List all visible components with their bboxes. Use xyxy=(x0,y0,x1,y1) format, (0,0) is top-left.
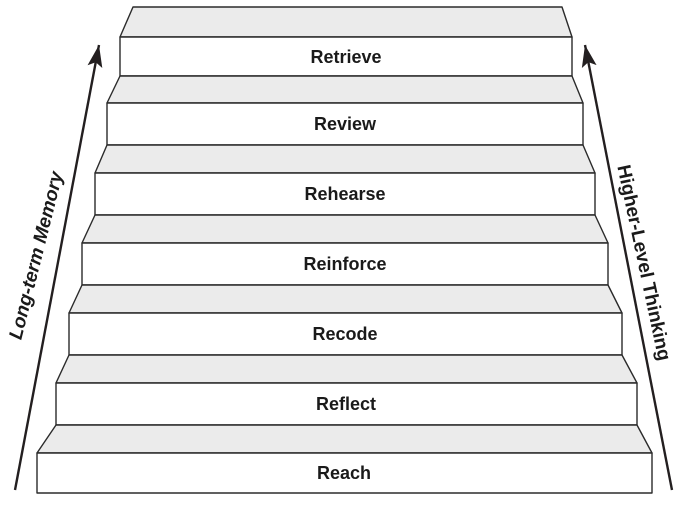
left-up-arrow-icon xyxy=(13,44,103,491)
right-up-arrow-icon xyxy=(581,44,674,491)
step-tread xyxy=(119,6,573,38)
step-labels: Retrieve Review Rehearse Reinforce Recod… xyxy=(303,47,386,483)
step-label-reach: Reach xyxy=(317,463,371,483)
step-label-reflect: Reflect xyxy=(316,394,376,414)
step-label-retrieve: Retrieve xyxy=(310,47,381,67)
step-reflect xyxy=(55,354,638,426)
step-review xyxy=(106,75,584,146)
step-reach xyxy=(36,424,653,494)
step-tread xyxy=(106,75,584,104)
step-reinforce xyxy=(81,214,609,286)
staircase xyxy=(36,6,653,494)
step-label-rehearse: Rehearse xyxy=(304,184,385,204)
step-tread xyxy=(36,424,653,454)
step-retrieve xyxy=(119,6,573,77)
step-tread xyxy=(94,144,596,174)
step-label-recode: Recode xyxy=(312,324,377,344)
step-label-review: Review xyxy=(314,114,377,134)
step-rehearse xyxy=(94,144,596,216)
step-recode xyxy=(68,284,623,356)
step-tread xyxy=(81,214,609,244)
step-riser xyxy=(36,452,653,494)
step-label-reinforce: Reinforce xyxy=(303,254,386,274)
step-tread xyxy=(55,354,638,384)
step-tread xyxy=(68,284,623,314)
